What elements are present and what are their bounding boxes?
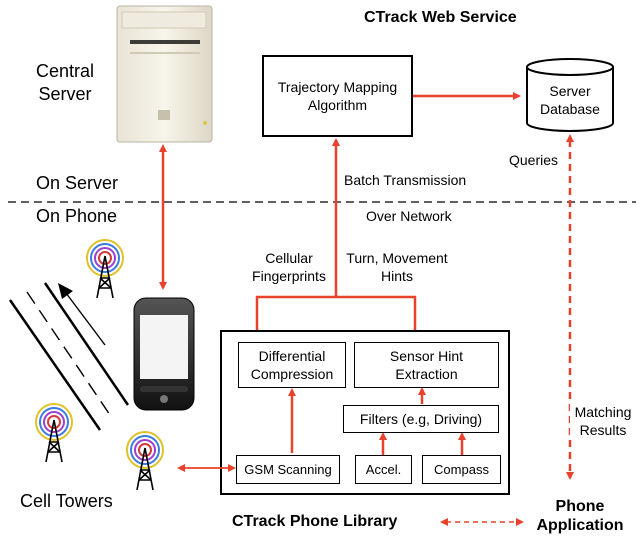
compass-label: Compass — [434, 461, 489, 477]
cell-tower-icon — [86, 239, 124, 299]
database-cylinder-icon — [526, 58, 614, 132]
sensor-hint-extraction-box: Sensor Hint Extraction — [354, 342, 499, 388]
cell-towers-label: Cell Towers — [20, 491, 113, 511]
smartphone-icon — [133, 297, 195, 411]
cell-tower-icon — [35, 403, 73, 463]
cellular-fingerprints-label: Cellular Fingerprints — [252, 250, 326, 284]
matching-results-label: Matching Results — [570, 403, 636, 439]
filters-box: Filters (e.g, Driving) — [343, 405, 499, 433]
differential-compression-label: Differential Compression — [250, 348, 334, 382]
gsm-scanning-box: GSM Scanning — [236, 455, 340, 484]
phone-application-title: Phone Application — [536, 498, 624, 534]
web-service-title: CTrack Web Service — [364, 9, 517, 26]
batch-transmission-label: Batch Transmission — [344, 172, 467, 188]
gsm-scanning-label: GSM Scanning — [244, 461, 332, 477]
over-network-label: Over Network — [366, 208, 452, 224]
queries-label: Queries — [507, 152, 561, 168]
turn-movement-hints-label: Turn, Movement Hints — [346, 250, 448, 284]
server-database-label: Server Database — [540, 83, 600, 117]
accel-box: Accel. — [355, 455, 412, 484]
filters-label: Filters (e.g, Driving) — [359, 411, 483, 427]
road-icon — [8, 282, 130, 431]
compass-box: Compass — [422, 455, 501, 484]
cell-tower-icon — [126, 431, 164, 491]
on-phone-label: On Phone — [36, 206, 118, 226]
on-server-label: On Server — [36, 173, 119, 193]
sensor-hint-extraction-label: Sensor Hint Extraction — [389, 348, 464, 382]
central-server-label: Central Server — [35, 61, 95, 104]
accel-label: Accel. — [365, 461, 402, 477]
trajectory-mapping-label: Trajectory Mapping Algorithm — [277, 79, 398, 113]
differential-compression-box: Differential Compression — [238, 342, 346, 388]
server-tower-icon — [116, 5, 213, 143]
trajectory-mapping-box: Trajectory Mapping Algorithm — [262, 55, 413, 137]
phone-library-title: CTrack Phone Library — [232, 513, 398, 530]
merge-line — [255, 295, 417, 342]
